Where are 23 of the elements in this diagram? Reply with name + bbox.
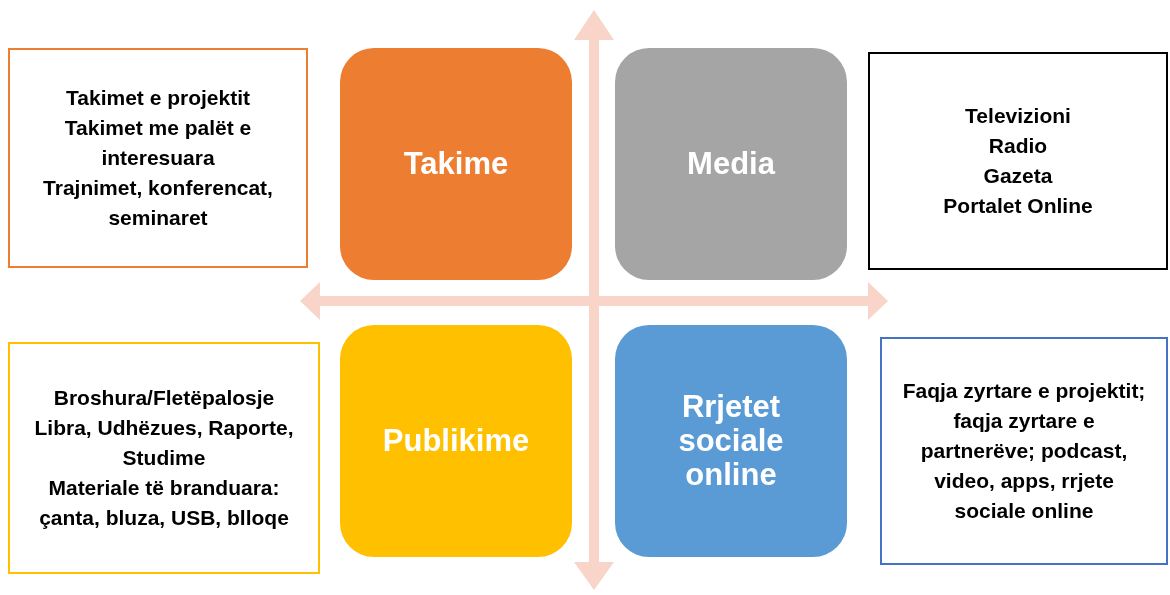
category-title: Rrjetet sociale online — [677, 390, 785, 492]
list-item: Televizioni — [965, 103, 1071, 129]
list-item: Takimet e projektit — [66, 85, 250, 111]
list-item: Portalet Online — [943, 193, 1093, 219]
category-tile — [340, 48, 572, 280]
text-box — [868, 52, 1168, 270]
category-title: Takime — [403, 147, 509, 181]
list-item: Materiale të branduara: çanta, bluza, USB, blloqe — [38, 475, 290, 531]
category-title: Media — [687, 147, 775, 181]
category-title: Publikime — [382, 424, 530, 458]
text-box — [8, 48, 308, 268]
text-box — [880, 337, 1168, 565]
category-tile — [340, 325, 572, 557]
list-item: Radio — [988, 133, 1048, 159]
list-item: Gazeta — [983, 163, 1053, 189]
list-item: Takimet me palët e interesuara — [63, 115, 253, 171]
category-tile — [615, 325, 847, 557]
category-tile — [615, 48, 847, 280]
list-item: Trajnimet, konferencat, seminaret — [42, 175, 274, 231]
text-box — [8, 342, 320, 574]
list-item: Libra, Udhëzues, Raporte, Studime — [33, 415, 295, 471]
list-item: Faqja zyrtare e projektit; faqja zyrtare e partnerëve; podcast, video, apps, rrjete sociale online — [901, 378, 1147, 524]
list-item: Broshura/Fletëpalosje — [53, 385, 275, 411]
